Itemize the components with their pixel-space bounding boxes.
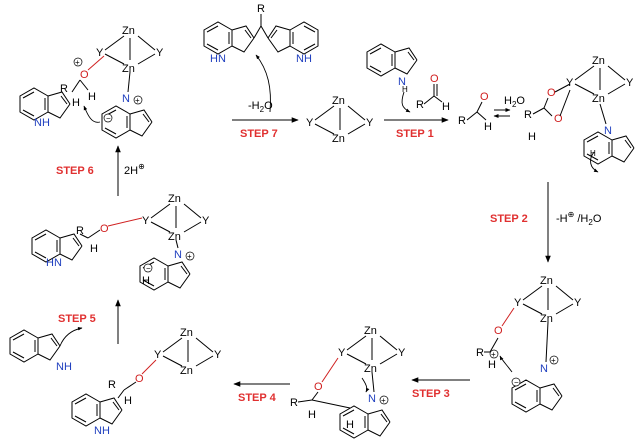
svg-text:NH: NH <box>56 361 72 373</box>
aldehyde-free: R O H <box>458 91 492 133</box>
svg-text:H: H <box>402 85 408 94</box>
step4-label[interactable]: STEP 4 <box>238 392 277 404</box>
step7-label[interactable]: STEP 7 <box>240 128 278 140</box>
svg-text:O: O <box>480 91 489 103</box>
svg-text:H: H <box>88 91 96 103</box>
svg-text:N: N <box>604 125 612 137</box>
oxonium-zn-complex: O + R H H NH N + − <box>19 24 165 139</box>
step2-reagent: -H⊕ /H2O <box>556 210 602 227</box>
svg-text:N: N <box>368 393 376 405</box>
svg-text:+: + <box>135 96 140 105</box>
step5-label[interactable]: STEP 5 <box>58 313 96 325</box>
aldehyde-reagent-step1: R O H <box>416 73 450 113</box>
svg-text:R: R <box>458 115 466 127</box>
indole-reagent-step1: N H <box>366 43 418 113</box>
zn2y2-catalyst <box>305 94 375 146</box>
water-label: H2O <box>504 95 525 109</box>
svg-text:N: N <box>174 249 182 261</box>
svg-text:O: O <box>430 73 439 85</box>
svg-text:NH: NH <box>34 117 50 129</box>
svg-text:H: H <box>124 395 132 407</box>
indolium-ether-zn-complex: O R H HN N + − H <box>31 192 211 291</box>
svg-text:R: R <box>476 347 484 359</box>
svg-text:R: R <box>76 225 84 237</box>
svg-text:H: H <box>488 359 496 371</box>
svg-text:N: N <box>122 93 130 105</box>
svg-text:H: H <box>442 101 450 113</box>
svg-text:H: H <box>346 419 354 431</box>
svg-text:HN: HN <box>210 53 226 65</box>
svg-text:R: R <box>290 397 298 409</box>
svg-text:O: O <box>80 69 89 81</box>
svg-text:H: H <box>484 121 492 133</box>
svg-text:NH: NH <box>94 425 110 437</box>
svg-text:−: − <box>106 114 111 123</box>
svg-text:R: R <box>108 379 116 391</box>
svg-text:H: H <box>90 243 98 255</box>
svg-text:R: R <box>416 99 424 111</box>
svg-text:H: H <box>308 409 316 421</box>
bisindolylmethane-product: HN NH R <box>203 3 319 65</box>
svg-text:O: O <box>100 223 109 235</box>
svg-text:−: − <box>514 378 519 387</box>
svg-text:+: + <box>381 396 386 405</box>
hemiacetal-zn-complex: O O R H N H <box>524 54 635 173</box>
svg-text:O: O <box>135 373 144 385</box>
step7-reagent: -H2O <box>248 100 273 114</box>
step6-reagent: 2H⊕ <box>124 162 145 177</box>
svg-text:N: N <box>398 76 406 88</box>
indole-reagent-step5: NH <box>9 327 83 373</box>
svg-text:N: N <box>540 363 548 375</box>
svg-text:−: − <box>146 264 151 273</box>
svg-text:R: R <box>257 3 265 15</box>
svg-text:O: O <box>554 113 563 125</box>
svg-text:R: R <box>524 109 532 121</box>
svg-text:HN: HN <box>46 257 62 269</box>
svg-text:H: H <box>72 97 80 109</box>
svg-text:+: + <box>551 356 556 365</box>
cc-bond-zn-complex: O R H N + H <box>290 324 407 439</box>
svg-text:H: H <box>528 131 536 143</box>
svg-text:+: + <box>75 58 80 67</box>
svg-text:O: O <box>494 325 503 337</box>
step2-label[interactable]: STEP 2 <box>490 213 528 225</box>
svg-text:NH: NH <box>296 53 312 65</box>
step6-label[interactable]: STEP 6 <box>56 165 94 177</box>
step7-release-curly-arrow <box>255 54 271 113</box>
svg-text:O: O <box>314 381 323 393</box>
carbocation-zn-complex: O R + H N + − <box>476 274 583 413</box>
svg-text:H: H <box>142 275 150 287</box>
svg-text:R: R <box>60 83 68 95</box>
svg-text:+: + <box>491 350 496 359</box>
equilibrium-arrows <box>493 108 511 118</box>
step3-label[interactable]: STEP 3 <box>412 388 450 400</box>
svg-text:+: + <box>187 252 192 261</box>
step1-label[interactable]: STEP 1 <box>396 128 434 140</box>
indolylmethyl-ether-zn-complex: O R H NH <box>71 326 223 437</box>
svg-text:O: O <box>547 87 556 99</box>
